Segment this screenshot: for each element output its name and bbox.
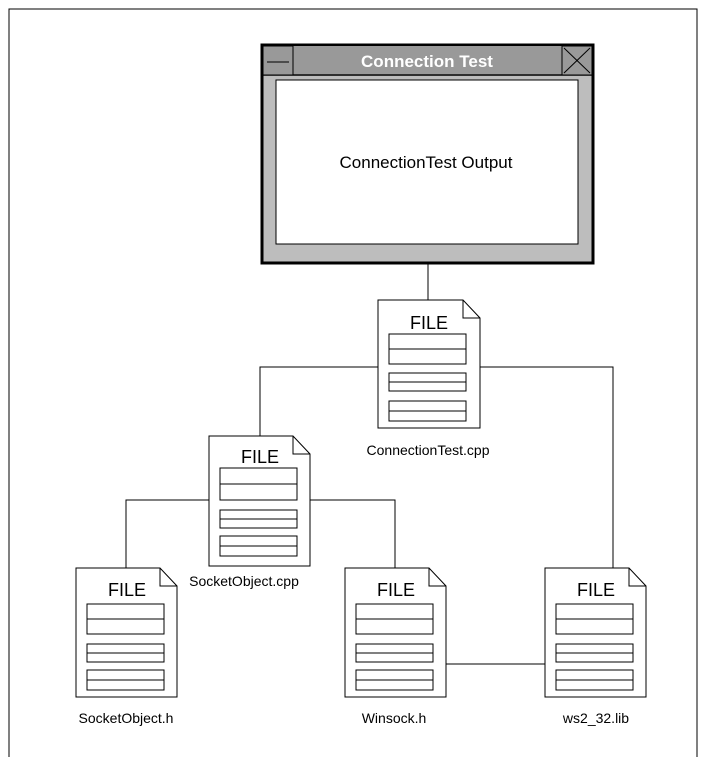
- page-border: [8, 8, 698, 757]
- file-icon-ws2-32-lib[interactable]: FILE: [544, 567, 647, 698]
- window-content-area: [275, 79, 579, 245]
- file-tag: FILE: [377, 580, 415, 600]
- file-icon-socketobject-cpp[interactable]: FILE: [208, 435, 311, 567]
- connector-connectiontest-to-socketobject-cpp: [259, 366, 378, 438]
- connection-test-window[interactable]: Connection Test ConnectionTest Output: [260, 43, 595, 265]
- connector-connectiontest-to-ws2-32-lib: [480, 366, 614, 570]
- connector-socketobject-cpp-to-winsock-h: [310, 499, 396, 570]
- file-tag: FILE: [410, 313, 448, 333]
- window-output-text: ConnectionTest Output: [340, 153, 513, 172]
- connector-lines: [125, 263, 614, 665]
- file-icon-socketobject-h[interactable]: FILE: [75, 567, 178, 698]
- window-title-bar[interactable]: [263, 46, 592, 74]
- file-label-socketobject-cpp: SocketObject.cpp: [189, 573, 299, 589]
- file-label-winsock-h: Winsock.h: [362, 710, 427, 726]
- file-tag: FILE: [241, 447, 279, 467]
- minimize-icon[interactable]: [262, 45, 294, 76]
- file-label-socketobject-h: SocketObject.h: [79, 710, 174, 726]
- file-tag: FILE: [108, 580, 146, 600]
- file-tag: FILE: [577, 580, 615, 600]
- file-icon-connectiontest-cpp[interactable]: FILE: [377, 299, 481, 429]
- close-icon[interactable]: [561, 45, 593, 76]
- file-label-ws2-32-lib: ws2_32.lib: [562, 710, 629, 726]
- window-title: Connection Test: [361, 52, 493, 71]
- connector-socketobject-cpp-to-socketobject-h: [125, 499, 209, 570]
- file-label-connectiontest-cpp: ConnectionTest.cpp: [367, 442, 490, 458]
- file-icon-winsock-h[interactable]: FILE: [344, 567, 447, 698]
